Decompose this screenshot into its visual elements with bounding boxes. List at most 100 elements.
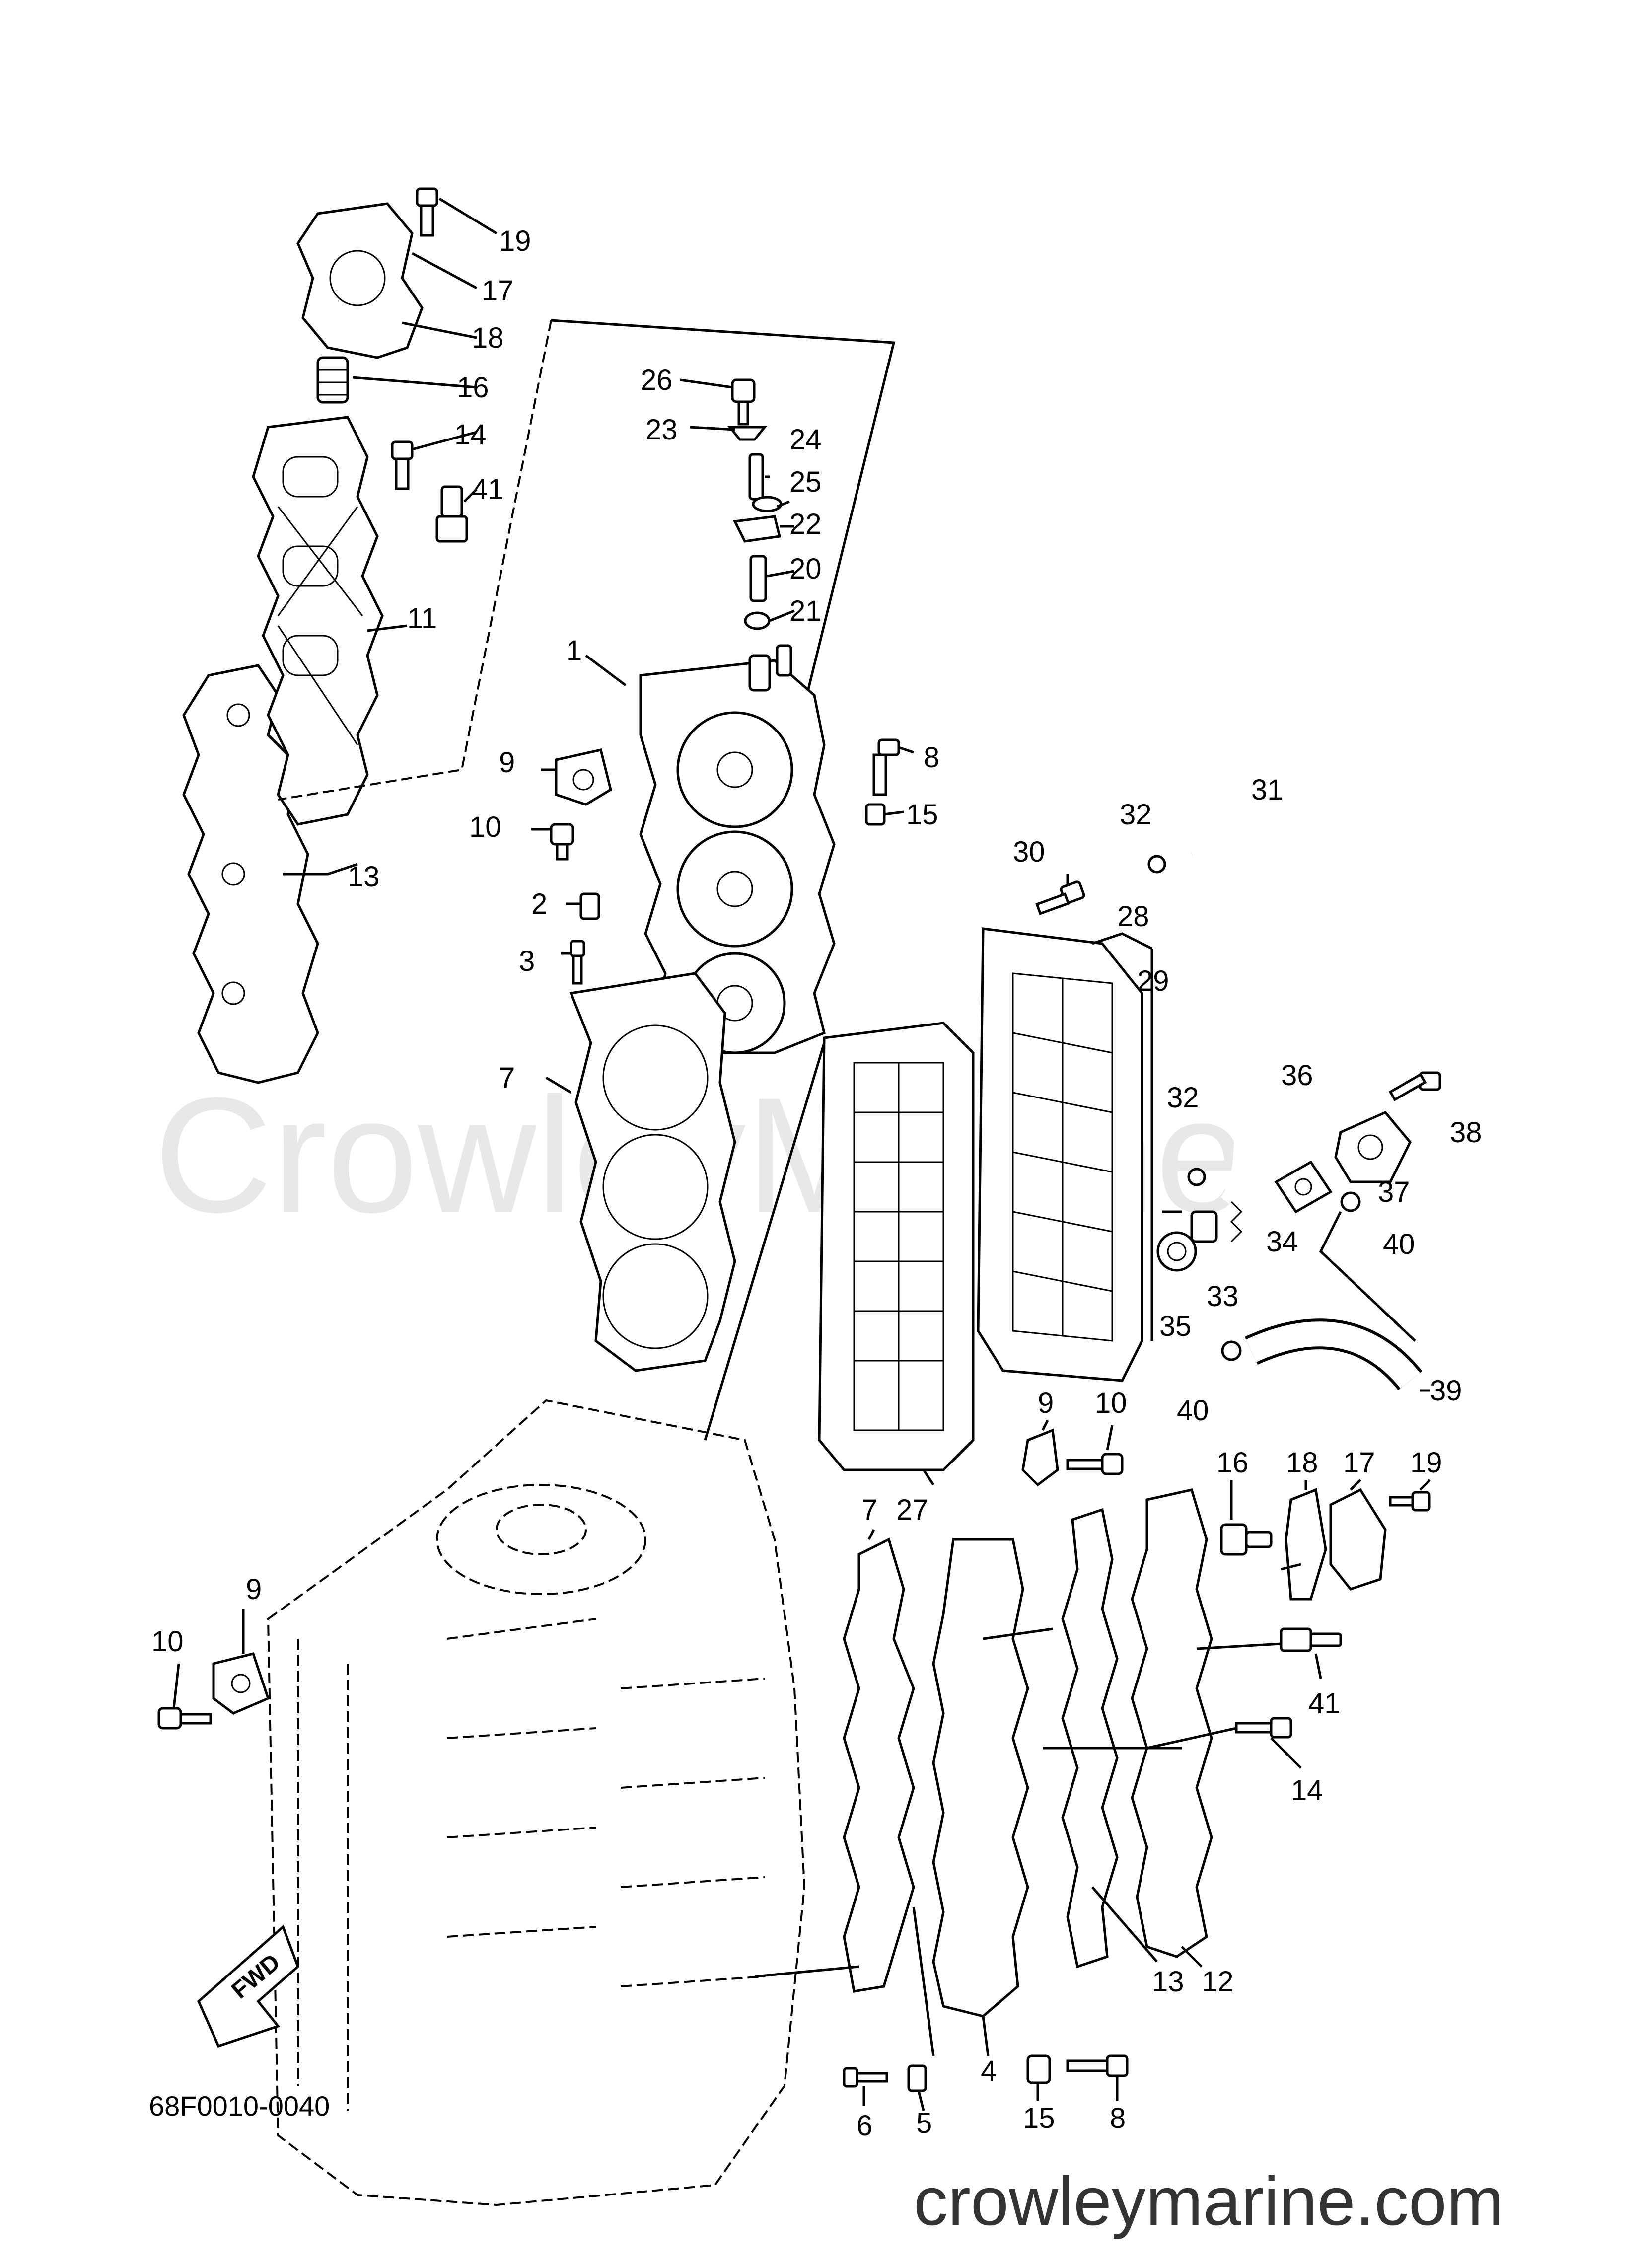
exhaust-cover-assembly [182, 187, 896, 1084]
callout-38: 38 [1450, 1116, 1482, 1149]
callout-18-top: 18 [472, 322, 504, 354]
valve-33 [1190, 1210, 1218, 1243]
bolt-8-lower [1066, 2054, 1129, 2077]
grommet-35 [1156, 1231, 1197, 1272]
bolt-10-lower [1066, 1453, 1124, 1475]
bolt-6 [843, 2067, 888, 2088]
callout-10-lower: 10 [1095, 1387, 1127, 1419]
callout-32-mid: 32 [1167, 1082, 1199, 1114]
clip-32-mid [1187, 1168, 1206, 1186]
callout-13-top: 13 [348, 861, 380, 893]
clip-40-bottom [1221, 1340, 1242, 1361]
callout-16-top: 16 [457, 371, 489, 404]
exhaust-plate-assembly [704, 874, 1153, 1486]
exhaust-cover-11 [252, 416, 384, 826]
sensor-41-lower [1280, 1627, 1342, 1652]
callout-31: 31 [1251, 774, 1284, 806]
callout-37: 37 [1378, 1176, 1410, 1208]
callout-22: 22 [789, 508, 822, 540]
bolt-14-lower [1235, 1717, 1292, 1739]
callout-3: 3 [519, 945, 535, 977]
callout-30: 30 [1013, 836, 1045, 868]
diagram-code: 68F0010-0040 [149, 2090, 330, 2122]
site-url: crowleymarine.com [914, 2163, 1504, 2240]
bolt-10-head [550, 823, 574, 861]
callout-19-top: 19 [499, 225, 531, 257]
callout-9-head: 9 [499, 746, 515, 779]
callout-14-top: 14 [454, 419, 487, 451]
cover-9-lower [1021, 1428, 1059, 1487]
cover-9-block [212, 1652, 270, 1715]
exhaust-plate-28 [977, 927, 1143, 1382]
callout-41-lower: 41 [1308, 1687, 1341, 1720]
callout-24: 24 [789, 424, 822, 456]
lower-cover-stack [754, 1419, 1431, 2111]
callout-15-head: 15 [906, 799, 938, 831]
cover-12 [1131, 1488, 1213, 1958]
callout-7-lower: 7 [861, 1494, 877, 1526]
callout-17-lower: 17 [1343, 1447, 1375, 1479]
callout-1: 1 [566, 635, 582, 667]
callout-40-right: 40 [1383, 1228, 1415, 1260]
thermostat-cover-17 [296, 202, 424, 359]
callout-4: 4 [981, 2055, 997, 2087]
clip-5 [907, 2064, 927, 2092]
clip-32-top [1147, 855, 1166, 874]
callout-32-top: 32 [1120, 799, 1152, 831]
bolt-30 [1035, 880, 1085, 915]
callout-40-bottom: 40 [1177, 1394, 1209, 1427]
gasket-13-lower [1061, 1508, 1119, 1969]
cover-17-lower [1329, 1488, 1387, 1591]
callout-36: 36 [1281, 1059, 1313, 1092]
cover-4 [932, 1538, 1029, 2018]
callout-9-block: 9 [246, 1573, 262, 1606]
callout-9-lower: 9 [1038, 1387, 1054, 1419]
bolt-19-lower [1389, 1491, 1431, 1512]
bolt-38 [1388, 1071, 1441, 1101]
callout-12: 12 [1202, 1966, 1234, 1998]
callout-16-lower: 16 [1216, 1447, 1249, 1479]
clip-40-right [1340, 1191, 1361, 1212]
engine-block: FWD [157, 1399, 806, 2206]
dowel-15-head [865, 803, 886, 826]
gasket-18-lower [1285, 1488, 1327, 1601]
callout-13-lower: 13 [1152, 1966, 1184, 1998]
cover-37 [1334, 1110, 1412, 1183]
callout-8-head: 8 [924, 741, 939, 774]
callout-10-block: 10 [151, 1625, 184, 1658]
callout-6: 6 [857, 2110, 872, 2142]
callout-25: 25 [789, 466, 822, 498]
callout-8-lower: 8 [1110, 2102, 1126, 2134]
callout-19-lower: 19 [1410, 1447, 1442, 1479]
thermostat-16 [316, 356, 349, 404]
callout-18-lower: 18 [1286, 1447, 1318, 1479]
callout-41-top: 41 [472, 473, 504, 506]
callout-17-top: 17 [482, 275, 514, 307]
head-gasket-7 [569, 972, 736, 1372]
clip-2 [579, 892, 600, 920]
thermostat-16-lower [1220, 1523, 1273, 1556]
gasket-27 [818, 1022, 975, 1471]
callout-23: 23 [645, 414, 678, 446]
spring-34 [1230, 1201, 1243, 1243]
gasket-36 [1274, 1160, 1333, 1214]
bolt-8-head [872, 738, 900, 796]
callout-labels: 19 17 18 16 14 41 11 13 1 9 10 2 3 7 8 1… [151, 225, 1482, 2142]
fwd-arrow: FWD [197, 1924, 299, 2048]
callout-34: 34 [1266, 1226, 1298, 1258]
callout-15-lower: 15 [1023, 2102, 1055, 2134]
hose-assembly [1147, 843, 1441, 1392]
cylinder-head-assembly [531, 378, 914, 1372]
callout-33: 33 [1207, 1280, 1239, 1313]
sensor-41-top [435, 485, 468, 543]
callout-39: 39 [1430, 1375, 1462, 1407]
callout-27: 27 [896, 1494, 928, 1526]
bolt-14-top [391, 440, 414, 490]
callout-14-lower: 14 [1291, 1774, 1323, 1807]
callout-28: 28 [1117, 900, 1149, 933]
valve-stack-20-26 [727, 378, 792, 692]
cover-9-head [555, 748, 612, 806]
callout-29: 29 [1137, 965, 1169, 997]
bolt-19-top [416, 187, 438, 237]
callout-21: 21 [789, 595, 822, 627]
